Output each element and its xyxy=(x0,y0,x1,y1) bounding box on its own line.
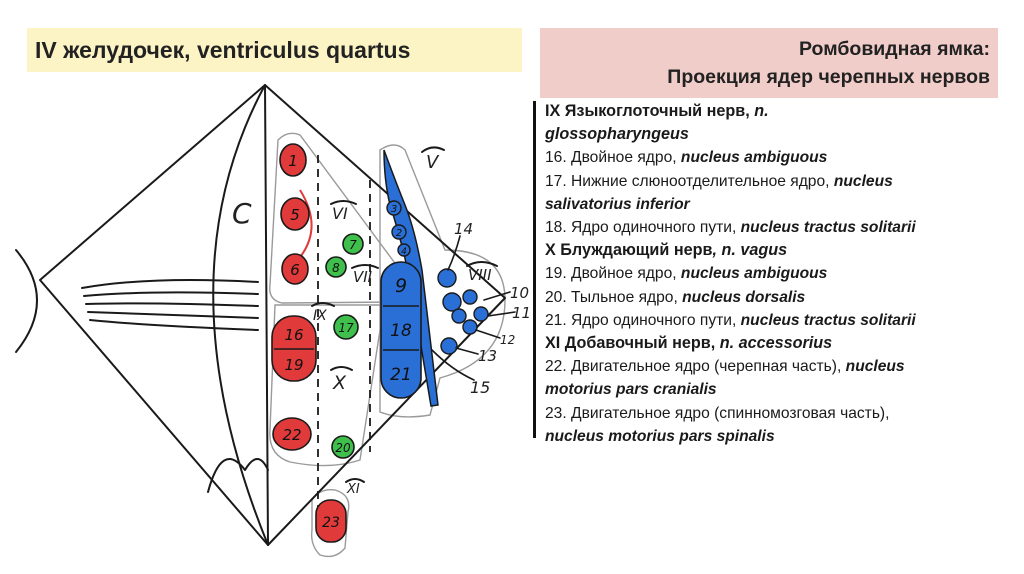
nerve-label-ix: IX xyxy=(313,308,327,324)
nucleus-numbers: 1 5 6 7 8 16 17 19 20 22 23 9 18 21 3 2 … xyxy=(282,152,412,531)
legend-item-16: 16. Двойное ядро, nucleus ambiguous xyxy=(545,149,828,167)
legend-item-21: 21. Ядро одиночного пути, nucleus tractu… xyxy=(545,311,916,329)
nerve-label-v: V xyxy=(426,152,440,173)
pointer-label-13: 13 xyxy=(478,347,497,365)
nucleus-8: 8 xyxy=(332,261,340,275)
nerve-label-vii: VII xyxy=(353,268,373,286)
legend-heading-ix: IX Языкоглоточный нерв, n. xyxy=(545,102,769,120)
cerebellum-label-c: C xyxy=(232,197,252,230)
nucleus-3: 3 xyxy=(391,204,397,215)
legend: IX Языкоглоточный нерв, n. glossopharyng… xyxy=(545,100,1015,448)
nerve-label-viii: VIII xyxy=(468,266,492,284)
rhombus-outline xyxy=(39,84,506,546)
nerve-label-xi: XI xyxy=(346,482,360,497)
legend-heading-x: X Блуждающий нерв, n. vagus xyxy=(545,241,788,260)
pointer-labels: 14 10 11 12 13 15 xyxy=(454,220,531,397)
side-curve xyxy=(15,249,38,353)
cerebellum-arc xyxy=(212,84,269,546)
pointer-label-14: 14 xyxy=(454,220,473,238)
nucleus-2: 2 xyxy=(396,228,402,239)
legend-item-23: 23. Двигательное ядро (спинномозговая ча… xyxy=(545,404,890,422)
header-banner: Ромбовидная ямка: Проекция ядер черепных… xyxy=(540,28,998,98)
sensory-nuclei xyxy=(380,200,489,399)
midline-divider xyxy=(264,84,269,546)
nucleus-16: 16 xyxy=(284,326,303,344)
nucleus-22: 22 xyxy=(282,426,301,444)
striae-medullares xyxy=(81,279,259,331)
legend-item-20: 20. Тыльное ядро, nucleus dorsalis xyxy=(545,288,806,306)
nucleus-1: 1 xyxy=(288,152,298,170)
header-line-1: Ромбовидная ямка: xyxy=(799,38,990,60)
legend-heading-ix-latin: glossopharyngeus xyxy=(545,125,689,144)
pointer-label-10: 10 xyxy=(510,284,529,302)
legend-item-23-latin: nucleus motorius pars spinalis xyxy=(545,427,775,445)
page-title: IV желудочек, ventriculus quartus xyxy=(35,36,411,63)
lower-lobes xyxy=(207,458,269,493)
nucleus-4: 4 xyxy=(401,247,407,257)
nucleus-23: 23 xyxy=(322,515,340,531)
header-line-2: Проекция ядер черепных нервов xyxy=(667,66,990,88)
pointer-label-11: 11 xyxy=(512,304,531,322)
nucleus-17: 17 xyxy=(338,321,354,335)
nucleus-5: 5 xyxy=(290,206,300,224)
legend-item-18: 18. Ядро одиночного пути, nucleus tractu… xyxy=(545,219,916,237)
legend-item-19: 19. Двойное ядро, nucleus ambiguous xyxy=(545,265,828,283)
legend-item-22-latin: motorius pars cranialis xyxy=(545,381,717,399)
nucleus-7: 7 xyxy=(349,238,357,252)
parasympathetic-nuclei xyxy=(325,233,364,459)
nucleus-18: 18 xyxy=(390,321,412,341)
legend-rule xyxy=(533,101,536,438)
nucleus-20: 20 xyxy=(335,441,351,455)
legend-heading-xi: XI Добавочный нерв, n. accessorius xyxy=(545,334,833,353)
nerve-labels: V VI VII VIII IX X XI C xyxy=(232,146,498,497)
legend-item-22: 22. Двигательное ядро (черепная часть), … xyxy=(545,358,905,376)
nerve-label-vi: VI xyxy=(332,204,348,223)
pointer-lines xyxy=(431,235,516,381)
pointer-label-15: 15 xyxy=(470,378,490,397)
nucleus-21: 21 xyxy=(390,365,412,385)
pointer-label-12: 12 xyxy=(500,333,515,347)
nucleus-19: 19 xyxy=(284,356,303,374)
legend-item-17: 17. Нижние слюноотделительное ядро, nucl… xyxy=(545,172,893,190)
nucleus-9: 9 xyxy=(395,275,407,297)
nucleus-6: 6 xyxy=(290,261,300,279)
motor-nuclei xyxy=(271,143,347,543)
legend-item-17-latin: salivatorius inferior xyxy=(545,195,690,213)
title-banner: IV желудочек, ventriculus quartus xyxy=(27,28,522,72)
nerve-label-x: X xyxy=(332,372,347,394)
